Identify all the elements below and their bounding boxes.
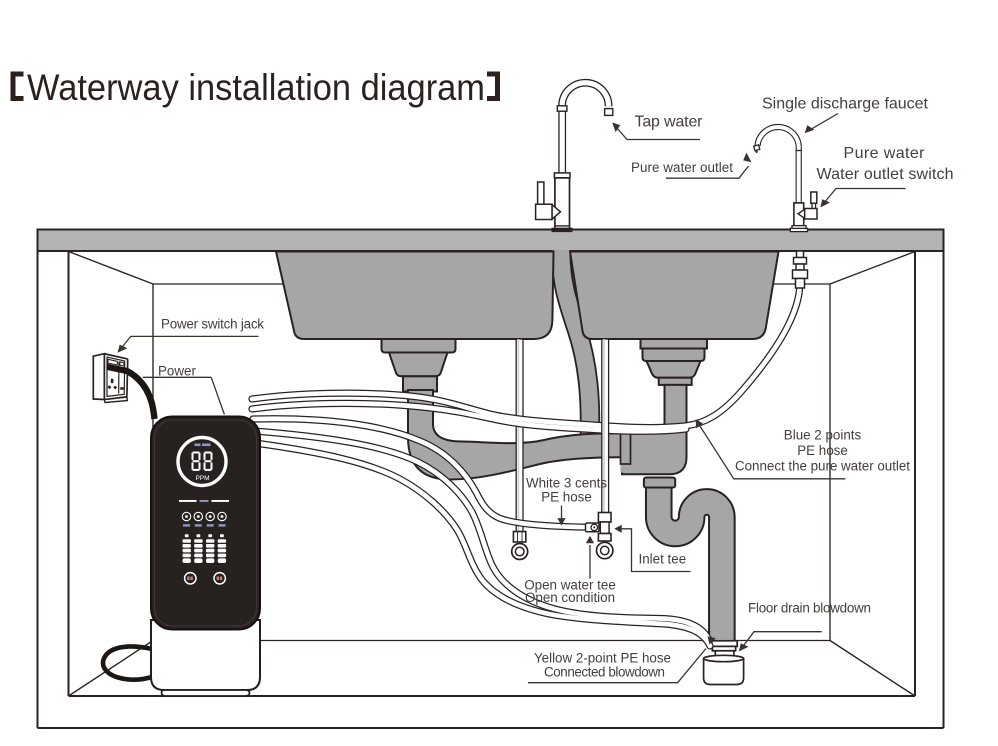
svg-text:Inlet tee: Inlet tee [639, 552, 687, 567]
svg-text:Power: Power [158, 364, 196, 379]
svg-text:Yellow 2-point PE hose: Yellow 2-point PE hose [534, 651, 671, 666]
svg-text:Water outlet switch: Water outlet switch [817, 166, 954, 183]
svg-text:Connect the pure water outlet: Connect the pure water outlet [735, 459, 910, 474]
svg-text:PPM: PPM [195, 475, 209, 482]
svg-text:Power switch jack: Power switch jack [161, 317, 264, 332]
svg-text:PE hose: PE hose [541, 490, 592, 505]
svg-text:PE hose: PE hose [797, 443, 848, 458]
svg-text:Connected blowdown: Connected blowdown [544, 665, 665, 680]
svg-text:Open condition: Open condition [525, 590, 615, 605]
svg-text:Blue 2 points: Blue 2 points [784, 428, 862, 443]
svg-text:Tap water: Tap water [635, 114, 704, 131]
svg-text:Waterway installation diagram: Waterway installation diagram [27, 67, 485, 108]
svg-text:White 3 cents: White 3 cents [526, 476, 607, 491]
svg-text:Pure water outlet: Pure water outlet [631, 160, 733, 175]
svg-text:Open water tee: Open water tee [524, 578, 616, 593]
svg-text:Single discharge faucet: Single discharge faucet [762, 96, 929, 113]
svg-text:Floor drain blowdown: Floor drain blowdown [748, 601, 871, 616]
svg-text:Pure water: Pure water [844, 145, 926, 162]
